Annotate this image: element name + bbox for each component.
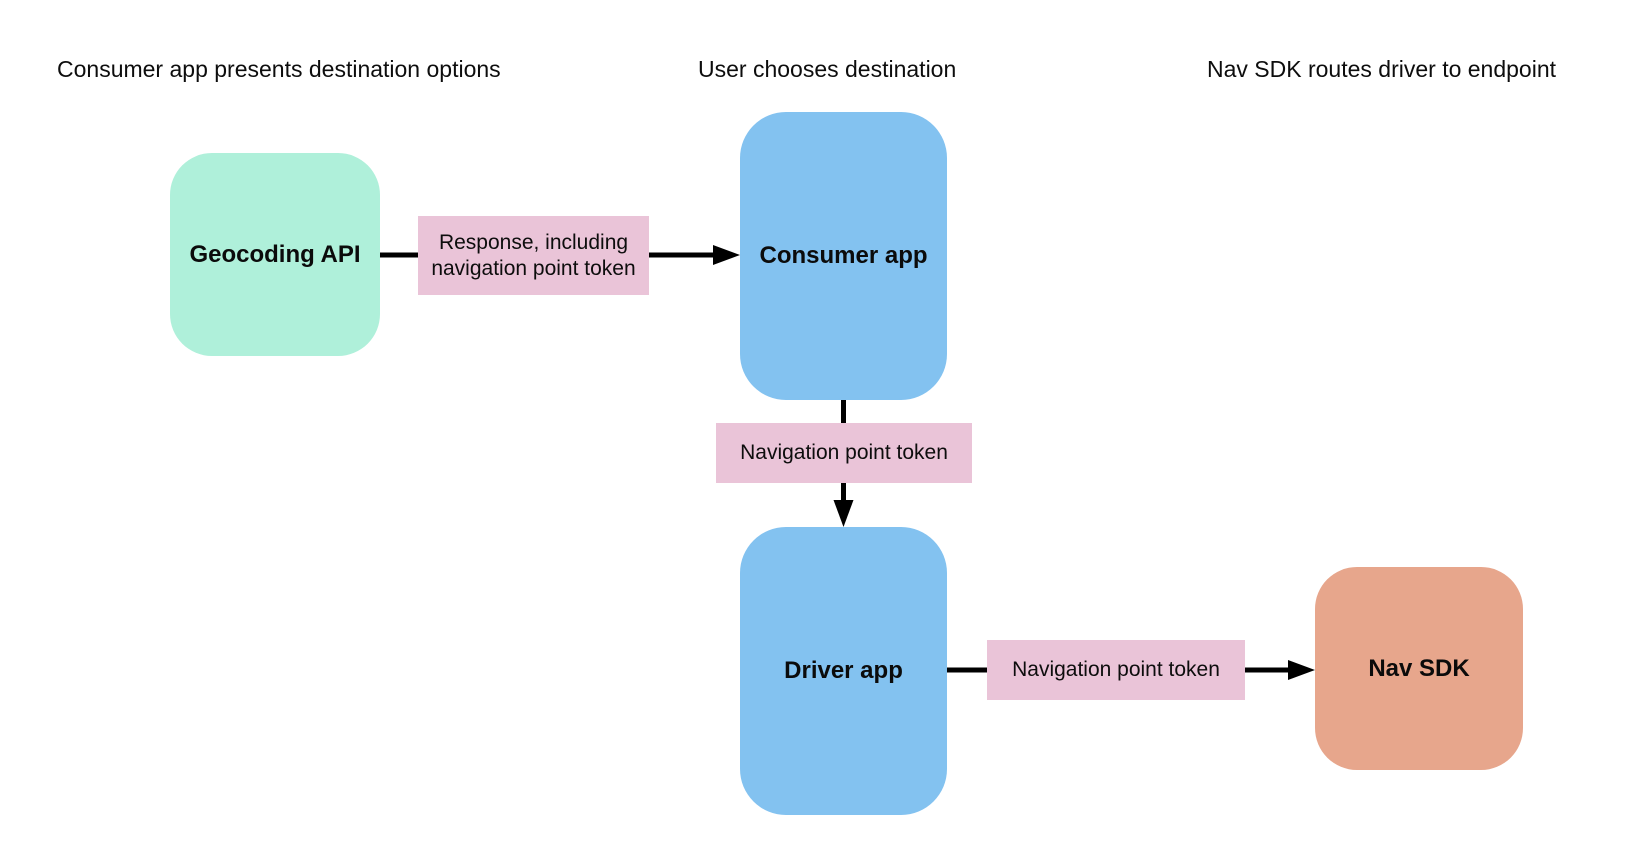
node-geocoding-api: Geocoding API xyxy=(170,153,380,356)
node-consumer-app: Consumer app xyxy=(740,112,947,400)
phase-label-consumer-presents: Consumer app presents destination option… xyxy=(57,56,501,82)
node-nav-sdk: Nav SDK xyxy=(1315,567,1523,770)
node-consumer-app-label: Consumer app xyxy=(759,242,928,269)
edge-label-navigation-point-token-horizontal: Navigation point token xyxy=(987,640,1245,700)
node-nav-sdk-label: Nav SDK xyxy=(1368,654,1470,682)
phase-label-user-chooses: User chooses destination xyxy=(698,56,957,82)
node-geocoding-api-label: Geocoding API xyxy=(189,240,361,268)
phase-label-navsdk-routes: Nav SDK routes driver to endpoint xyxy=(1207,56,1557,82)
edge-label-response-including-token: Response, including navigation point tok… xyxy=(418,216,649,295)
edge-label-navigation-point-token-vertical: Navigation point token xyxy=(716,423,972,483)
node-driver-app: Driver app xyxy=(740,527,947,815)
node-driver-app-label: Driver app xyxy=(784,657,903,684)
